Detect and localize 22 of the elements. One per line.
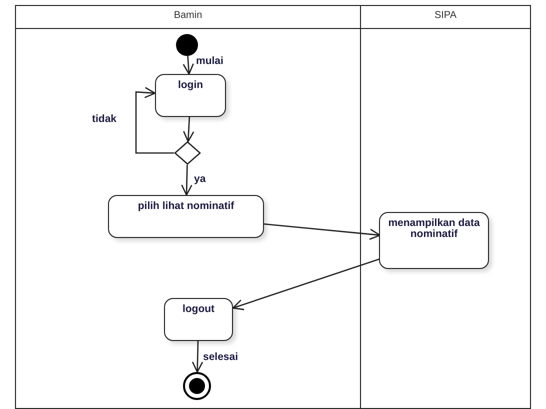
- edge-label: mulai: [196, 56, 224, 66]
- end-node: [183, 372, 211, 400]
- activity-box: login: [155, 74, 226, 117]
- arrow: [135, 86, 174, 154]
- arrow: [192, 340, 204, 373]
- edge-label: ya: [194, 174, 206, 184]
- decision-diamond: [174, 141, 201, 165]
- arrow: [264, 223, 381, 240]
- activity-box: menampilkan data nominatif: [379, 212, 489, 269]
- activity-box: logout: [164, 298, 233, 341]
- arrow: [232, 258, 380, 310]
- swimlane: [15, 5, 361, 409]
- arrow: [181, 164, 192, 196]
- lane-title: SIPA: [434, 10, 457, 21]
- activity-box: pilih lihat nominatif: [108, 195, 264, 238]
- swimlane: [361, 5, 531, 409]
- edge-label: selesai: [203, 352, 238, 362]
- start-node: [176, 34, 198, 56]
- arrow: [182, 56, 194, 75]
- arrow: [182, 116, 194, 142]
- lane-title: Bamin: [174, 10, 202, 21]
- edge-label: tidak: [92, 114, 117, 124]
